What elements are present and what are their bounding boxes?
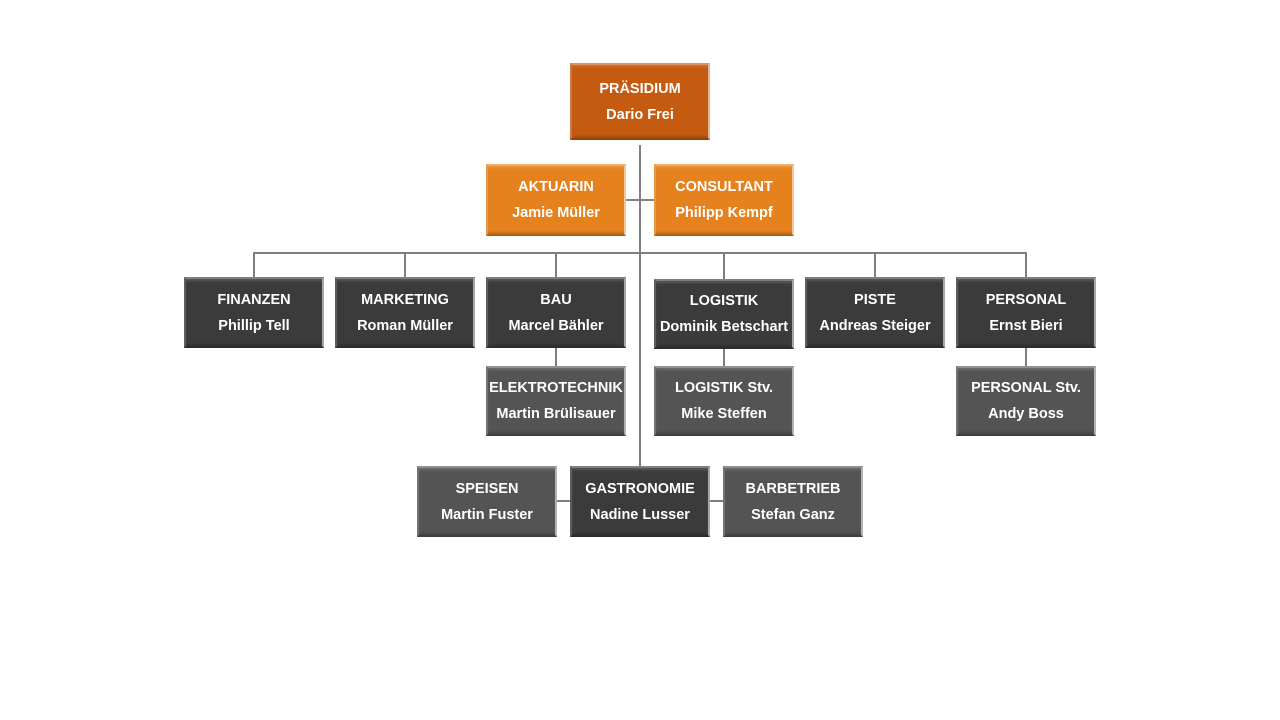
node-person: Dario Frei <box>606 106 674 123</box>
node-person: Andreas Steiger <box>819 317 931 334</box>
node-title: SPEISEN <box>455 480 519 497</box>
org-node-speisen: SPEISEN Martin Fuster <box>417 466 557 537</box>
node-title: BAU <box>540 291 572 308</box>
connector-main-trunk <box>639 145 641 467</box>
node-person: Marcel Bähler <box>508 317 604 334</box>
org-node-bau: BAU Marcel Bähler <box>486 277 626 348</box>
node-person: Phillip Tell <box>218 317 290 334</box>
node-title: MARKETING <box>361 291 449 308</box>
org-node-consultant: CONSULTANT Philipp Kempf <box>654 164 794 236</box>
org-node-logistik: LOGISTIK Dominik Betschart <box>654 279 794 349</box>
node-title: PERSONAL <box>985 291 1067 308</box>
org-node-logistik-stv: LOGISTIK Stv. Mike Steffen <box>654 366 794 436</box>
node-title: PISTE <box>854 291 896 308</box>
node-person: Jamie Müller <box>512 205 600 221</box>
org-node-elektrotechnik: ELEKTROTECHNIK Martin Brülisauer <box>486 366 626 436</box>
org-node-personal: PERSONAL Ernst Bieri <box>956 277 1096 348</box>
org-node-gastronomie: GASTRONOMIE Nadine Lusser <box>570 466 710 537</box>
node-person: Martin Brülisauer <box>496 406 616 422</box>
node-person: Stefan Ganz <box>751 506 835 523</box>
node-person: Dominik Betschart <box>659 319 789 335</box>
node-person: Mike Steffen <box>681 406 767 422</box>
org-node-barbetrieb: BARBETRIEB Stefan Ganz <box>723 466 863 537</box>
connector-marketing <box>404 252 406 278</box>
connector-departments-horizontal <box>253 252 1027 254</box>
node-person: Martin Fuster <box>441 506 533 523</box>
org-node-piste: PISTE Andreas Steiger <box>805 277 945 348</box>
org-node-aktuarin: AKTUARIN Jamie Müller <box>486 164 626 236</box>
connector-barbetrieb <box>709 500 724 502</box>
connector-staff-horizontal <box>625 199 655 201</box>
connector-personal-stv <box>1025 347 1027 367</box>
connector-piste <box>874 252 876 278</box>
connector-finanzen <box>253 252 255 278</box>
org-node-personal-stv: PERSONAL Stv. Andy Boss <box>956 366 1096 436</box>
connector-speisen <box>555 500 571 502</box>
node-title: LOGISTIK Stv. <box>674 380 774 396</box>
node-title: PERSONAL Stv. <box>971 380 1081 396</box>
connector-logistik <box>723 252 725 280</box>
org-node-finanzen: FINANZEN Phillip Tell <box>184 277 324 348</box>
node-person: Andy Boss <box>988 406 1064 422</box>
node-person: Ernst Bieri <box>989 317 1063 334</box>
node-person: Philipp Kempf <box>675 205 773 221</box>
connector-bau-elektrotechnik <box>555 347 557 367</box>
node-title: FINANZEN <box>217 291 291 308</box>
node-title: CONSULTANT <box>675 179 773 195</box>
node-person: Nadine Lusser <box>590 506 690 523</box>
node-title: PRÄSIDIUM <box>599 80 681 97</box>
connector-personal <box>1025 252 1027 278</box>
node-title: BARBETRIEB <box>745 480 841 497</box>
node-title: LOGISTIK <box>689 293 759 309</box>
org-node-praesidium: PRÄSIDIUM Dario Frei <box>570 63 710 140</box>
node-person: Roman Müller <box>357 317 453 334</box>
org-node-marketing: MARKETING Roman Müller <box>335 277 475 348</box>
connector-bau <box>555 252 557 278</box>
node-title: GASTRONOMIE <box>585 480 695 497</box>
node-title: AKTUARIN <box>518 179 594 195</box>
connector-logistik-stv <box>723 348 725 367</box>
node-title: ELEKTROTECHNIK <box>489 380 623 396</box>
